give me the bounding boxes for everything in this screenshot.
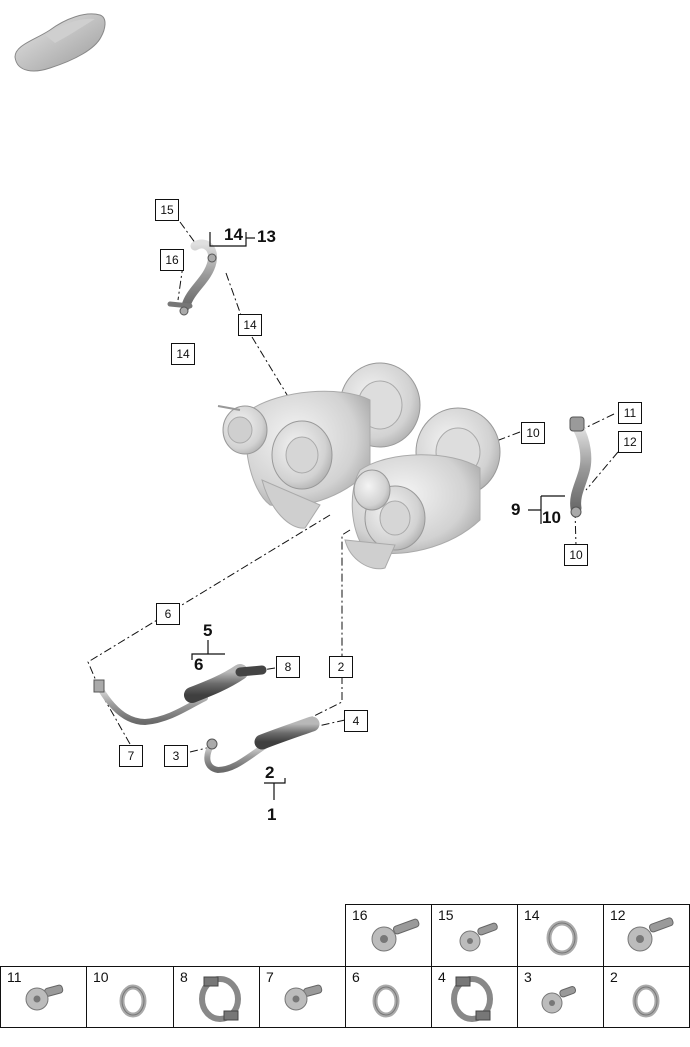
- part-cell: 8: [173, 966, 260, 1028]
- part-cell: 3: [517, 966, 604, 1028]
- part-cell: 10: [86, 966, 174, 1028]
- part-number: 8: [180, 969, 188, 985]
- oil-line-upper: [93, 664, 267, 726]
- turbocharger-right: [344, 407, 501, 570]
- hose-clamp-icon: [199, 976, 241, 1022]
- callout-3: 3: [164, 745, 188, 767]
- hose-clamp-icon: [451, 976, 493, 1022]
- part-cell: 4: [431, 966, 518, 1028]
- part-number: 12: [610, 907, 626, 923]
- bolt-icon: [459, 922, 498, 952]
- exploded-diagram: [87, 221, 619, 800]
- bolt-icon: [541, 986, 577, 1014]
- group-label-6: 6: [194, 655, 204, 674]
- car-thumbnail-icon: [14, 13, 106, 72]
- part-cell: 15: [431, 904, 518, 967]
- bolt-icon: [25, 984, 64, 1011]
- part-cell: 7: [259, 966, 346, 1028]
- part-number: 15: [438, 907, 454, 923]
- oil-line-lower: [204, 716, 320, 774]
- part-number: 7: [266, 969, 274, 985]
- callout-14-lower: 14: [171, 343, 195, 365]
- group-label-9: 9: [511, 500, 521, 519]
- part-cell: 2: [603, 966, 690, 1028]
- callout-12: 12: [618, 431, 642, 453]
- group-label-13: 13: [257, 227, 276, 246]
- callout-8: 8: [276, 656, 300, 678]
- part-number: 6: [352, 969, 360, 985]
- coolant-pipe-right: [569, 416, 592, 518]
- bolt-icon: [627, 917, 674, 952]
- part-cell: 14: [517, 904, 604, 967]
- callout-14: 14: [238, 314, 262, 336]
- group-label-2: 2: [265, 763, 275, 782]
- callout-16: 16: [160, 249, 184, 271]
- callout-10-lower: 10: [564, 544, 588, 566]
- callout-15: 15: [155, 199, 179, 221]
- group-label-14: 14: [224, 225, 243, 244]
- seal-ring-icon: [372, 984, 400, 1018]
- part-cell: 12: [603, 904, 690, 967]
- callout-2: 2: [329, 656, 353, 678]
- seal-ring-icon: [119, 984, 147, 1018]
- callout-6: 6: [156, 603, 180, 625]
- part-number: 10: [93, 969, 109, 985]
- bolt-icon: [284, 984, 323, 1011]
- part-number: 16: [352, 907, 368, 923]
- group-label-10: 10: [542, 508, 561, 527]
- coolant-pipe-upper: [167, 239, 218, 316]
- callout-7: 7: [119, 745, 143, 767]
- part-cell: 6: [345, 966, 432, 1028]
- callout-4: 4: [344, 710, 368, 732]
- seal-ring-icon: [546, 920, 578, 956]
- part-number: 11: [7, 969, 22, 985]
- part-number: 2: [610, 969, 618, 985]
- leader-lines: [87, 221, 619, 753]
- part-number: 14: [524, 907, 540, 923]
- part-cell: 11: [0, 966, 87, 1028]
- part-number: 3: [524, 969, 532, 985]
- part-number: 4: [438, 969, 446, 985]
- callout-11: 11: [618, 402, 642, 424]
- bolt-icon: [371, 918, 420, 952]
- part-cell: 16: [345, 904, 432, 967]
- group-brackets: [191, 232, 565, 800]
- seal-ring-icon: [632, 984, 660, 1018]
- turbocharger-left: [217, 362, 421, 529]
- group-label-5: 5: [203, 621, 213, 640]
- callout-10: 10: [521, 422, 545, 444]
- group-label-1: 1: [267, 805, 277, 824]
